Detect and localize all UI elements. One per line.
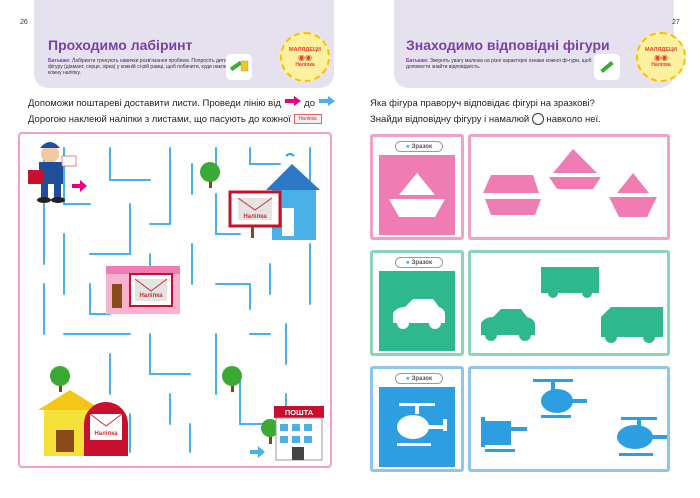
option-boat-2[interactable]	[549, 149, 601, 189]
letter-stop-top-right: Наліпка	[228, 190, 282, 238]
tree-icon-right	[261, 419, 279, 444]
svg-text:Наліпка: Наліпка	[94, 431, 118, 437]
sample-boat-icon	[379, 155, 455, 235]
tree-icon-left	[50, 366, 70, 392]
match-row-car: ●Зразок	[370, 250, 670, 356]
helicopter-options	[481, 379, 667, 456]
pink-arrow-icon	[284, 96, 301, 106]
car-options	[481, 267, 663, 343]
yellow-house-icon: Наліпка	[38, 390, 128, 456]
parents-text: Лабіринти тренують навички розв'язання п…	[48, 58, 250, 77]
sample-car-icon	[379, 271, 455, 351]
match-row-boat: ●Зразок	[370, 134, 670, 240]
sample-tag: ●Зразок	[395, 373, 443, 384]
page-number-right: 27	[672, 19, 680, 26]
left-instructions: Допоможи поштареві доставити листи. Пров…	[28, 96, 336, 128]
option-truck-1[interactable]	[541, 267, 599, 298]
pencil-icon	[600, 60, 614, 74]
option-helicopter-3[interactable]	[617, 417, 667, 456]
left-parents-note: Батькам: Лабіринти тренують навички розв…	[48, 58, 254, 77]
option-helicopter-2[interactable]	[481, 417, 527, 452]
pencil-icon-box	[594, 54, 620, 80]
option-car[interactable]	[481, 309, 535, 341]
maze-walls: Наліпка Наліпка	[28, 142, 324, 461]
post-office-icon: ПОШТА	[274, 406, 324, 461]
postman-icon	[28, 142, 77, 203]
option-truck-2[interactable]	[601, 307, 663, 343]
option-helicopter-1[interactable]	[533, 379, 587, 418]
pencil-sticker-icon-box	[226, 54, 252, 80]
tree-icon	[200, 162, 220, 188]
pink-building-icon: Наліпка	[106, 266, 180, 314]
maliatsy-badge-icon-right: МАЛЯДЕЦИ ◉◉ Наліпка	[636, 32, 686, 82]
sample-tag: ●Зразок	[395, 257, 443, 268]
parents-label: Батькам:	[48, 58, 71, 64]
left-header-card: 26 Проходимо лабіринт Батькам: Лабіринти…	[20, 0, 334, 88]
options-box-helicopter	[468, 366, 670, 472]
sample-helicopter-icon	[379, 387, 455, 467]
right-instructions: Яка фігура праворуч відповідає фігурі на…	[370, 98, 601, 126]
svg-text:Наліпка: Наліпка	[139, 293, 163, 299]
match-row-helicopter: ●Зразок	[370, 366, 670, 472]
svg-text:ПОШТА: ПОШТА	[285, 408, 314, 417]
end-arrow-icon	[250, 446, 265, 458]
page-number-left: 26	[20, 19, 28, 26]
svg-text:Наліпка: Наліпка	[243, 214, 267, 220]
start-arrow-icon	[72, 180, 87, 192]
option-boat-3[interactable]	[609, 173, 657, 217]
blue-arrow-icon	[318, 96, 335, 106]
left-page: 26 Проходимо лабіринт Батькам: Лабіринти…	[18, 0, 336, 468]
right-parents-note: Батькам: Зверніть увагу малюка на різні …	[406, 58, 592, 71]
sticker-inline-icon: Наліпка	[293, 114, 322, 125]
option-boat-1[interactable]	[483, 175, 541, 215]
sample-box-helicopter: ●Зразок	[370, 366, 464, 472]
right-page-title: Знаходимо відповідні фігури	[406, 37, 610, 53]
options-box-car	[468, 250, 670, 356]
circle-icon	[531, 113, 544, 126]
right-header-card: 27 Знаходимо відповідні фігури Батькам: …	[394, 0, 680, 88]
maliatsy-badge-icon: МАЛЯДЕЦИ ◉◉ Наліпка	[280, 32, 330, 82]
tree-icon-middle	[222, 366, 242, 392]
options-box-boat	[468, 134, 670, 240]
sample-box-boat: ●Зразок	[370, 134, 464, 240]
right-page: 27 Знаходимо відповідні фігури Батькам: …	[350, 0, 700, 498]
pencil-icon	[229, 60, 249, 72]
sample-tag: ●Зразок	[395, 141, 443, 152]
left-page-title: Проходимо лабіринт	[48, 37, 193, 53]
maze[interactable]: Наліпка Наліпка	[18, 132, 332, 468]
boat-options	[483, 149, 657, 217]
sample-box-car: ●Зразок	[370, 250, 464, 356]
